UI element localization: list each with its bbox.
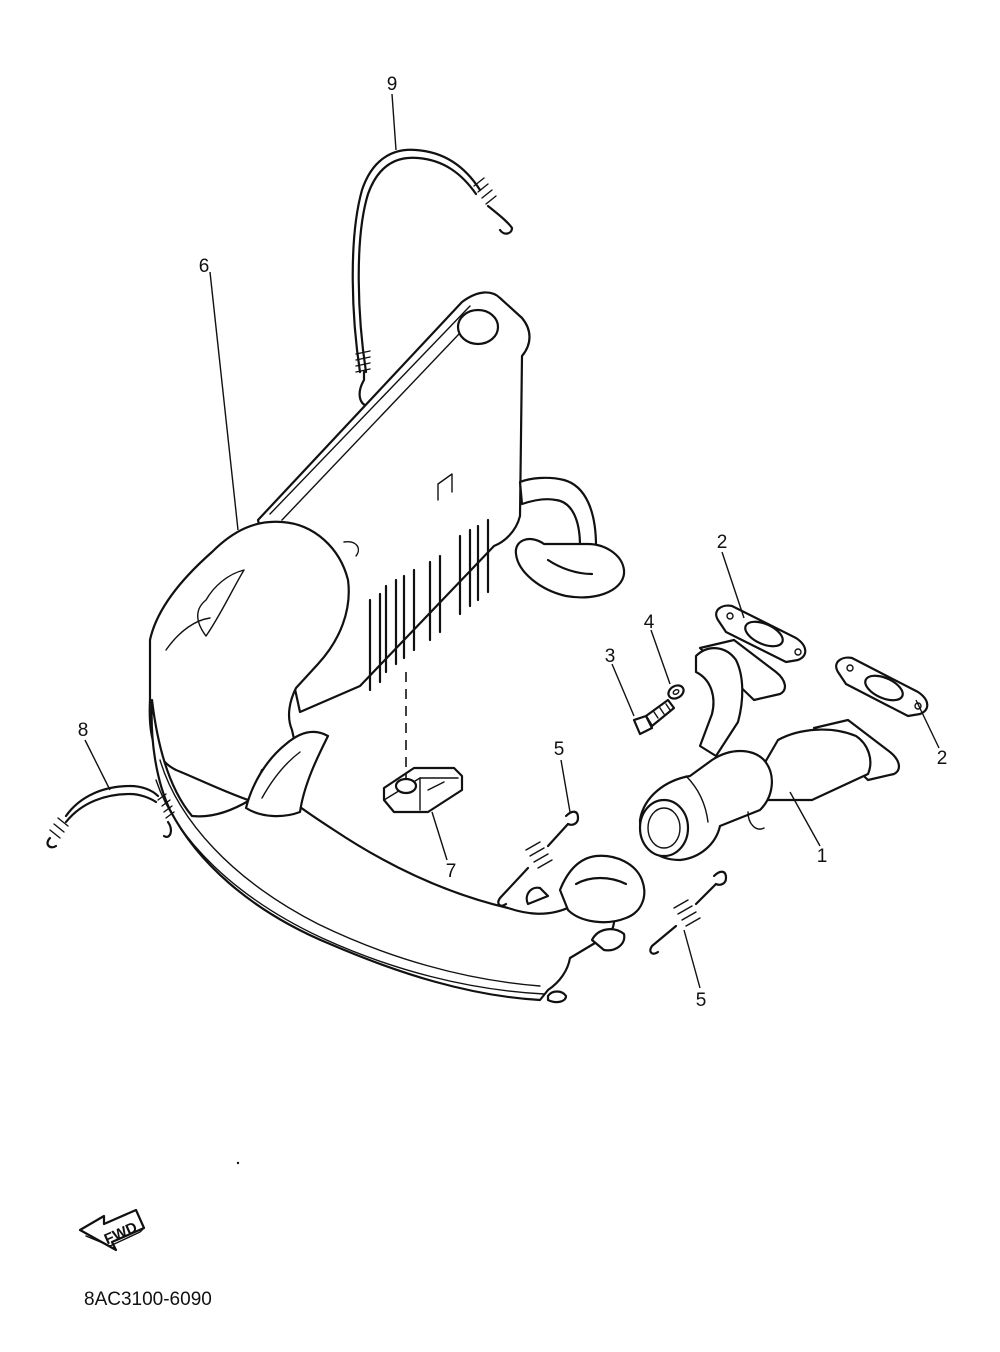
- callout-6: 6: [199, 256, 210, 277]
- fwd-arrow-icon: FWD: [78, 1208, 146, 1252]
- callout-7: 7: [446, 861, 457, 882]
- stray-dot: [236, 1161, 240, 1165]
- muffler-part: [148, 291, 646, 1004]
- spring-part-left: [46, 784, 175, 849]
- callout-9: 9: [387, 74, 398, 95]
- callout-2-lower: 2: [937, 748, 948, 769]
- callout-5-lower: 5: [696, 990, 707, 1011]
- gasket-part-upper: [715, 604, 807, 664]
- callout-2-upper: 2: [717, 532, 728, 553]
- spring-part-upper: [497, 810, 580, 907]
- exhaust-pipe-part: [638, 638, 900, 862]
- damper-part: [382, 766, 464, 814]
- leader-lines: [84, 93, 940, 989]
- callout-8: 8: [78, 720, 89, 741]
- callout-4: 4: [644, 612, 655, 633]
- spring-hook-part: [351, 148, 514, 409]
- callout-1: 1: [817, 846, 828, 867]
- spring-part-lower: [649, 870, 728, 955]
- drawing-code: 8AC3100-6090: [84, 1289, 212, 1310]
- washer-part: [667, 684, 685, 700]
- gasket-part-lower: [835, 656, 929, 718]
- bolt-part: [632, 698, 676, 736]
- callout-3: 3: [605, 646, 616, 667]
- callout-5-upper: 5: [554, 739, 565, 760]
